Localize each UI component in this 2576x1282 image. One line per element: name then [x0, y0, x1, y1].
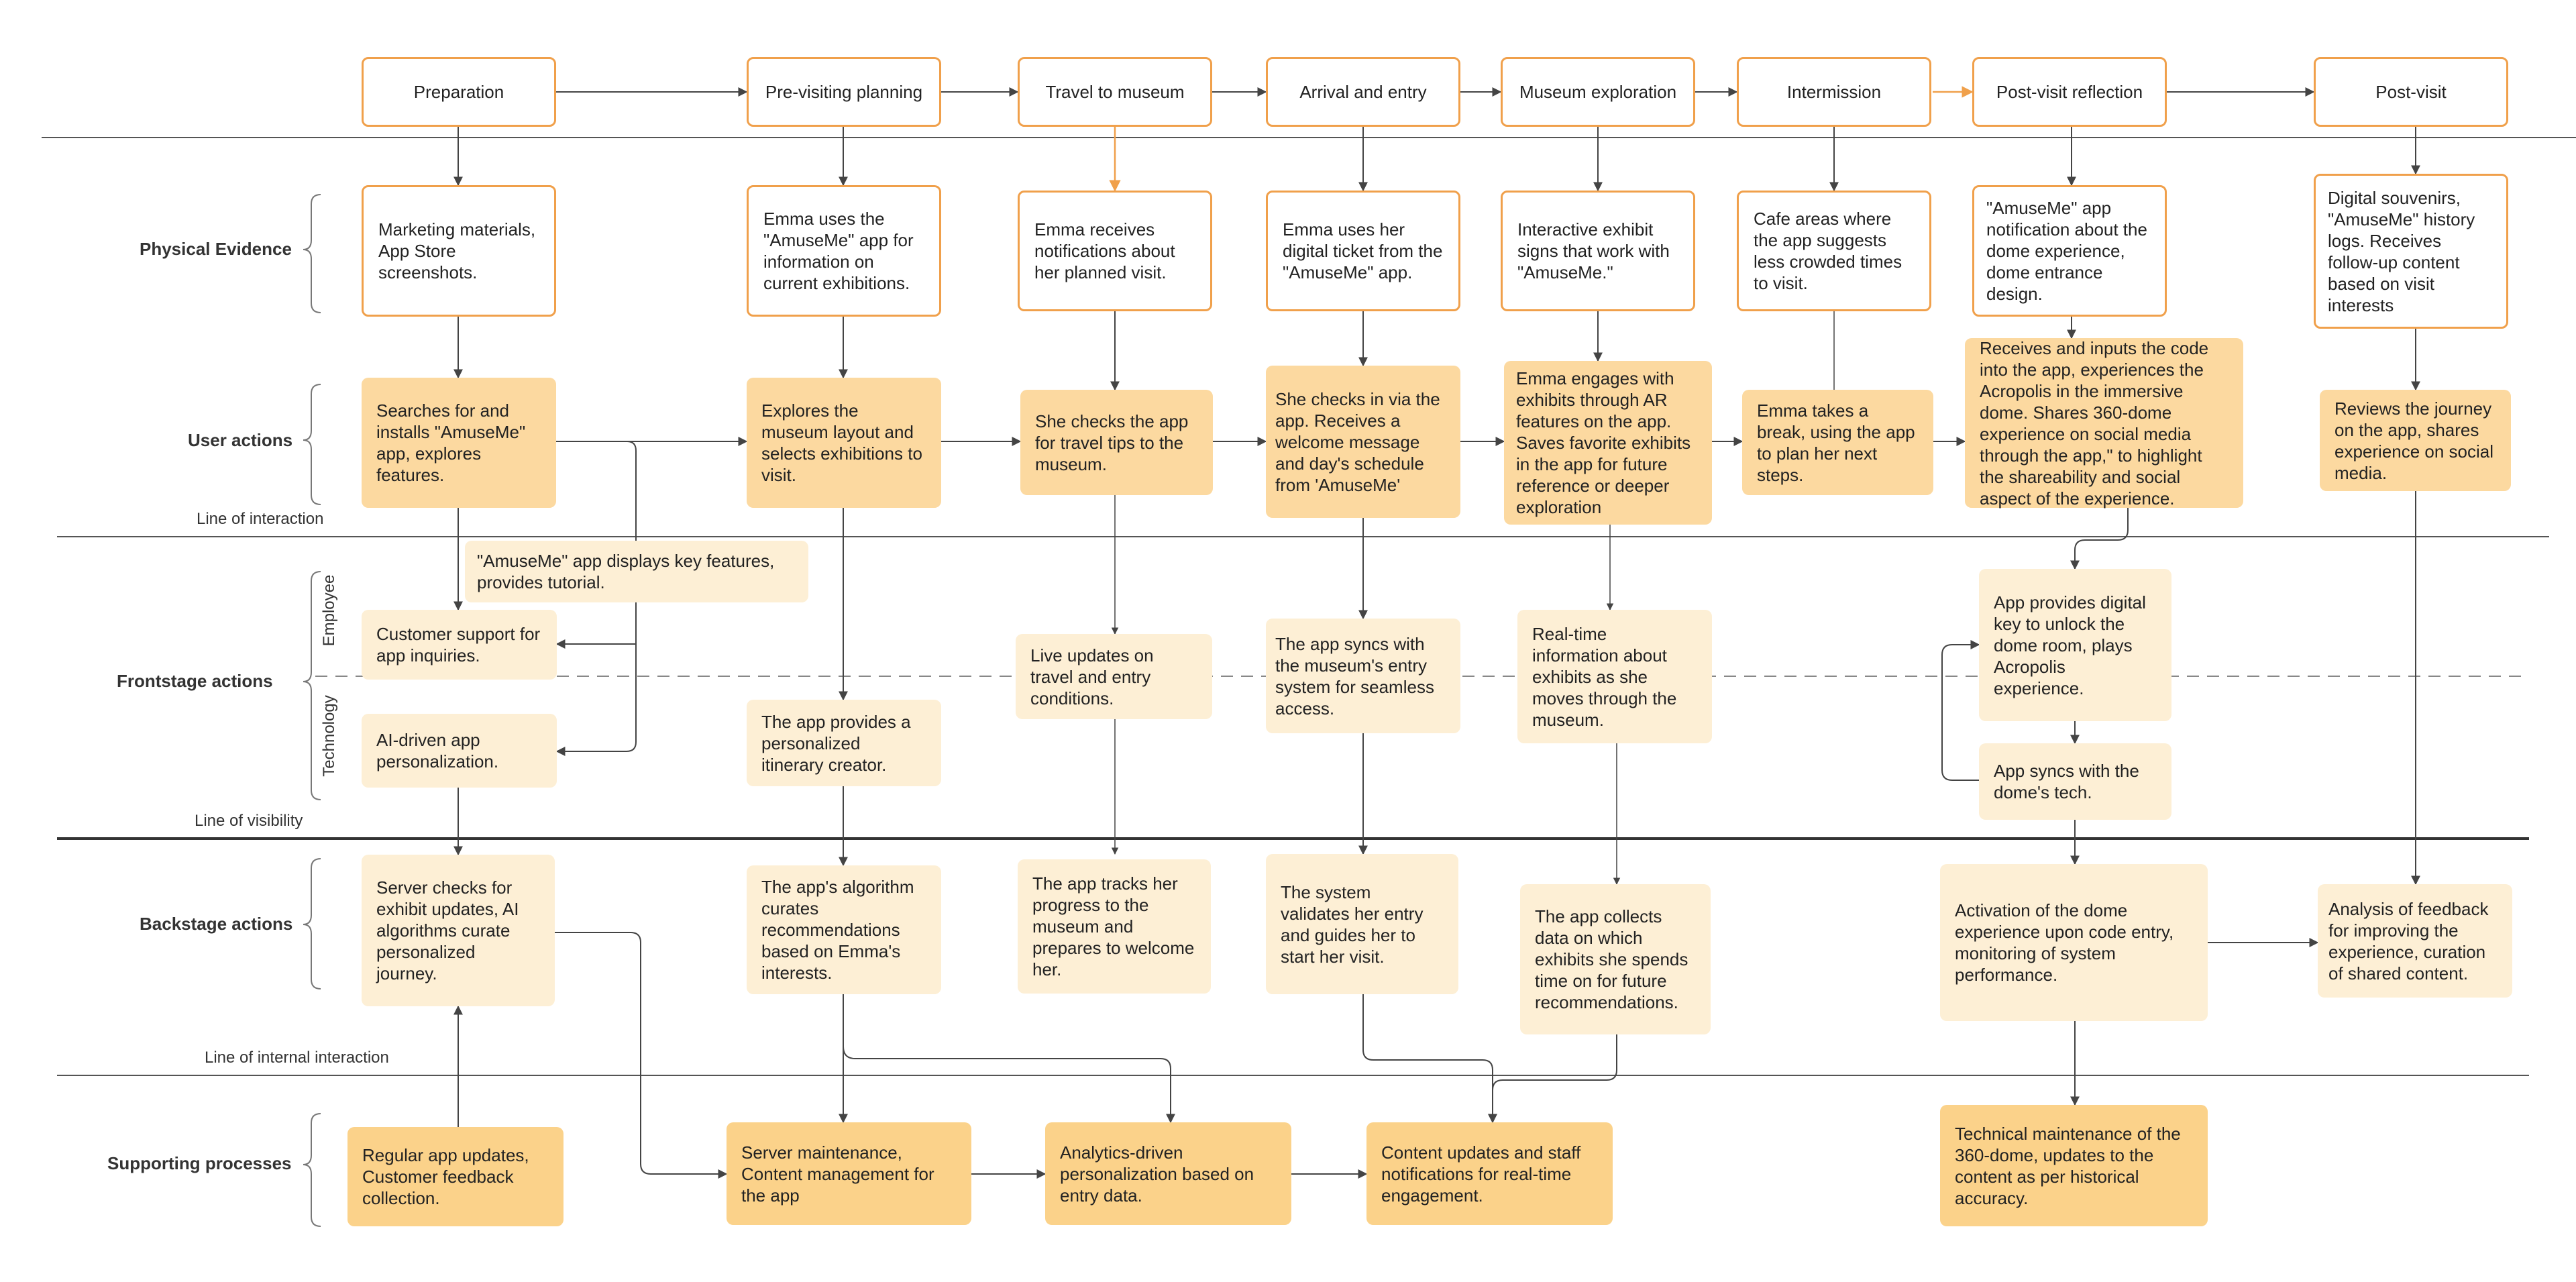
- frontstage-arrival: The app syncs with the museum's entry sy…: [1266, 619, 1460, 733]
- line-prep-backstage-to-server: [555, 932, 728, 1179]
- user-planning: Explores the museum layout and selects e…: [747, 378, 941, 508]
- backstage-brace: [303, 858, 321, 990]
- stage-museum-exploration: Museum exploration: [1501, 57, 1695, 127]
- user-travel: She checks the app for travel tips to th…: [1020, 390, 1213, 495]
- physical-planning: Emma uses the "AmuseMe" app for informat…: [747, 185, 941, 317]
- frontstage-exploration: Real-time information about exhibits as …: [1517, 610, 1712, 743]
- frontstage-prep-ai: AI-driven app personalization.: [362, 714, 557, 788]
- line-reflect-sync-loop: [1941, 640, 1980, 781]
- line-label-visibility: Line of visibility: [195, 812, 303, 830]
- row-label-backstage: Backstage actions: [140, 914, 293, 934]
- physical-intermission: Cafe areas where the app suggests less c…: [1737, 191, 1931, 311]
- line-explore-back-content: [1488, 1034, 1617, 1124]
- user-post-visit: Reviews the journey on the app, shares e…: [2320, 390, 2511, 491]
- physical-post-visit: Digital souvenirs, "AmuseMe" history log…: [2314, 174, 2508, 329]
- frontstage-reflection-key: App provides digital key to unlock the d…: [1979, 569, 2171, 721]
- frontstage-prep-features: "AmuseMe" app displays key features, pro…: [465, 541, 808, 602]
- physical-travel: Emma receives notifications about her pl…: [1018, 191, 1212, 311]
- stage-arrival-and-entry: Arrival and entry: [1266, 57, 1460, 127]
- physical-brace: [303, 194, 321, 313]
- row-label-frontstage: Frontstage actions: [117, 671, 273, 691]
- user-arrival: She checks in via the app. Receives a we…: [1266, 366, 1460, 518]
- frontstage-travel: Live updates on travel and entry conditi…: [1016, 634, 1212, 719]
- user-exploration: Emma engages with exhibits through AR fe…: [1504, 361, 1712, 525]
- physical-reflection: "AmuseMe" app notification about the dom…: [1972, 185, 2167, 317]
- frontstage-prep-support: Customer support for app inquiries.: [362, 610, 557, 680]
- backstage-planning: The app's algorithm curates recommendati…: [747, 865, 941, 994]
- stage-post-visit: Post-visit: [2314, 57, 2508, 127]
- supporting-brace: [303, 1113, 321, 1227]
- backstage-exploration: The app collects data on which exhibits …: [1520, 884, 1711, 1034]
- frontstage-reflection-sync: App syncs with the dome's tech.: [1979, 743, 2171, 820]
- stage-travel-to-museum: Travel to museum: [1018, 57, 1212, 127]
- user-reflection: Receives and inputs the code into the ap…: [1965, 338, 2243, 509]
- backstage-reflection: Activation of the dome experience upon c…: [1940, 864, 2208, 1021]
- frontstage-planning: The app provides a personalized itinerar…: [747, 700, 941, 786]
- user-preparation: Searches for and installs "AmuseMe" app,…: [362, 378, 556, 508]
- row-label-supporting: Supporting processes: [107, 1153, 292, 1173]
- line-label-interaction: Line of interaction: [197, 510, 324, 528]
- support-preparation: Regular app updates, Customer feedback c…: [347, 1127, 564, 1226]
- stage-intermission: Intermission: [1737, 57, 1931, 127]
- physical-preparation: Marketing materials, App Store screensho…: [362, 185, 556, 317]
- user-brace: [303, 384, 321, 505]
- support-analytics: Analytics-driven personalization based o…: [1045, 1122, 1291, 1225]
- line-arrival-back-content: [1362, 994, 1497, 1124]
- stage-pre-visiting-planning: Pre-visiting planning: [747, 57, 941, 127]
- physical-exploration: Interactive exhibit signs that work with…: [1501, 191, 1695, 311]
- backstage-post-visit: Analysis of feedback for improving the e…: [2318, 884, 2512, 998]
- row-label-physical: Physical Evidence: [140, 239, 292, 259]
- sub-label-employee: Employee: [320, 574, 338, 647]
- line-plan-back-analytics: [843, 1046, 1175, 1124]
- support-technical: Technical maintenance of the 360-dome, u…: [1940, 1105, 2208, 1226]
- frontstage-brace: [303, 571, 321, 800]
- support-server: Server maintenance, Content management f…: [727, 1122, 971, 1225]
- stage-preparation: Preparation: [362, 57, 556, 127]
- user-intermission: Emma takes a break, using the app to pla…: [1742, 390, 1933, 495]
- line-label-internal: Line of internal interaction: [205, 1049, 389, 1067]
- row-label-user: User actions: [188, 430, 293, 450]
- backstage-travel: The app tracks her progress to the museu…: [1018, 859, 1211, 994]
- support-content: Content updates and staff notifications …: [1366, 1122, 1613, 1225]
- backstage-arrival: The system validates her entry and guide…: [1266, 854, 1458, 994]
- physical-arrival: Emma uses her digital ticket from the "A…: [1266, 191, 1460, 311]
- sub-label-technology: Technology: [320, 695, 338, 777]
- stage-post-visit-reflection: Post-visit reflection: [1972, 57, 2167, 127]
- backstage-preparation: Server checks for exhibit updates, AI al…: [362, 855, 555, 1006]
- line-reflect-user-front: [2070, 508, 2129, 570]
